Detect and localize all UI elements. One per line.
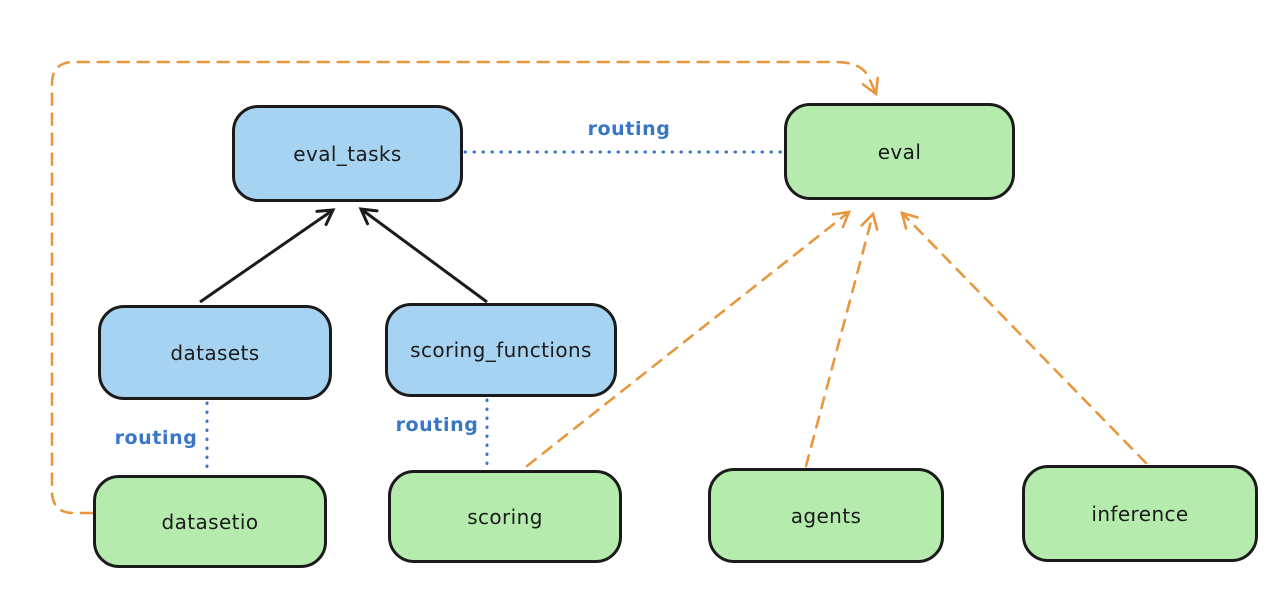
node-scoring-functions-label: scoring_functions: [410, 338, 592, 362]
edge-label-routing-top: routing: [587, 118, 671, 140]
edge-inference-to-eval: [900, 211, 1148, 465]
node-datasetio: datasetio: [93, 475, 327, 568]
edge-label-routing-datasets: routing: [114, 427, 198, 449]
node-agents: agents: [708, 468, 944, 563]
node-eval-tasks-label: eval_tasks: [293, 141, 402, 166]
edge-datasetio-to-eval: [50, 60, 880, 515]
edge-label-routing-scoring: routing: [395, 414, 479, 436]
node-eval: eval: [784, 103, 1015, 200]
node-eval-tasks: eval_tasks: [232, 105, 463, 202]
node-datasetio-label: datasetio: [161, 509, 259, 534]
node-eval-label: eval: [877, 139, 922, 164]
node-scoring: scoring: [388, 470, 622, 563]
node-agents-label: agents: [790, 503, 862, 528]
node-scoring-label: scoring: [467, 504, 543, 529]
node-datasets-label: datasets: [170, 340, 260, 365]
node-inference: inference: [1022, 465, 1258, 562]
node-datasets: datasets: [98, 305, 332, 400]
node-inference-label: inference: [1091, 501, 1189, 526]
edge-datasets-to-eval-tasks: [199, 210, 333, 304]
edge-agents-to-eval: [804, 211, 879, 468]
edge-scoring-to-eval: [525, 210, 852, 468]
node-scoring-functions: scoring_functions: [385, 303, 617, 397]
edge-scoring-functions-to-eval-tasks: [361, 209, 488, 304]
